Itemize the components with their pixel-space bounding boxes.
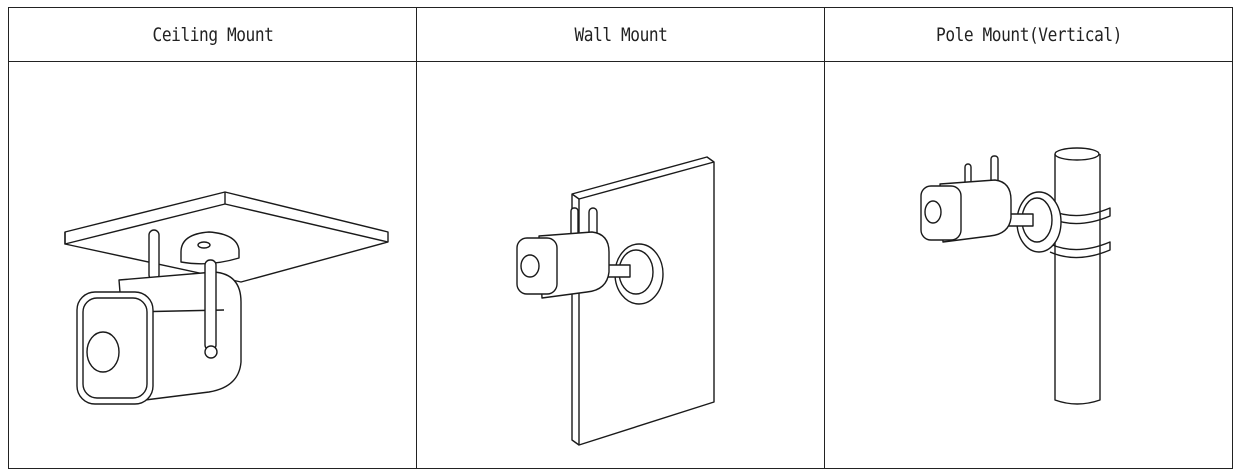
wall-mount-illustration (516, 156, 715, 446)
pole-mount-illustration (920, 147, 1111, 405)
ceiling-mount-cell (8, 61, 417, 469)
header-label: Ceiling Mount (152, 23, 273, 46)
mount-methods-table: Ceiling Mount Wall Mount Pole Mount(Vert… (8, 7, 1233, 469)
header-wall-mount: Wall Mount (446, 7, 795, 62)
wall-mount-cell (416, 61, 825, 469)
ceiling-mount-illustration (64, 191, 389, 405)
header-label: Pole Mount(Vertical) (935, 23, 1122, 46)
pole-mount-cell (824, 61, 1233, 469)
header-label: Wall Mount (574, 23, 667, 46)
header-pole-mount: Pole Mount(Vertical) (854, 7, 1203, 62)
header-ceiling-mount: Ceiling Mount (38, 7, 387, 62)
